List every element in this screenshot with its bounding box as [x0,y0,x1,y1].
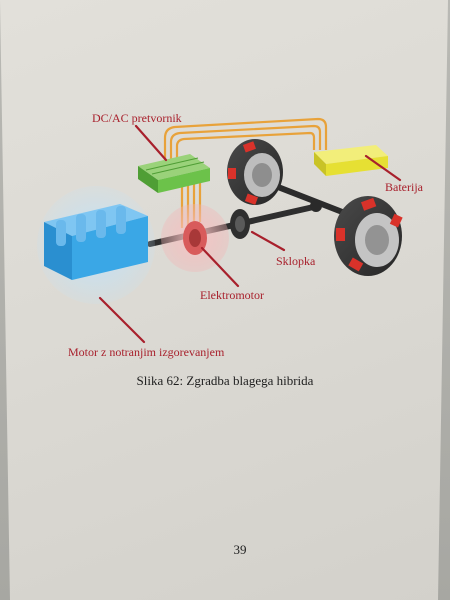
label-electric-motor: Elektromotor [200,288,264,302]
internal-combustion-engine [44,204,148,280]
label-engine: Motor z notranjim izgorevanjem [68,345,225,359]
leader-lines [98,124,402,344]
clutch [230,209,250,239]
electric-motor [183,221,207,255]
label-clutch: Sklopka [276,254,316,268]
hybrid-drivetrain-diagram [37,117,403,344]
label-battery: Baterija [385,180,423,194]
figure-caption: Slika 62: Zgradba blagega hibrida [136,373,314,388]
label-dc-ac-converter: DC/AC pretvornik [92,111,182,125]
wheel-right [334,196,403,276]
page-number: 39 [233,542,247,557]
dc-ac-converter [138,154,210,193]
wheel-left [227,139,283,205]
power-cables [163,117,328,228]
